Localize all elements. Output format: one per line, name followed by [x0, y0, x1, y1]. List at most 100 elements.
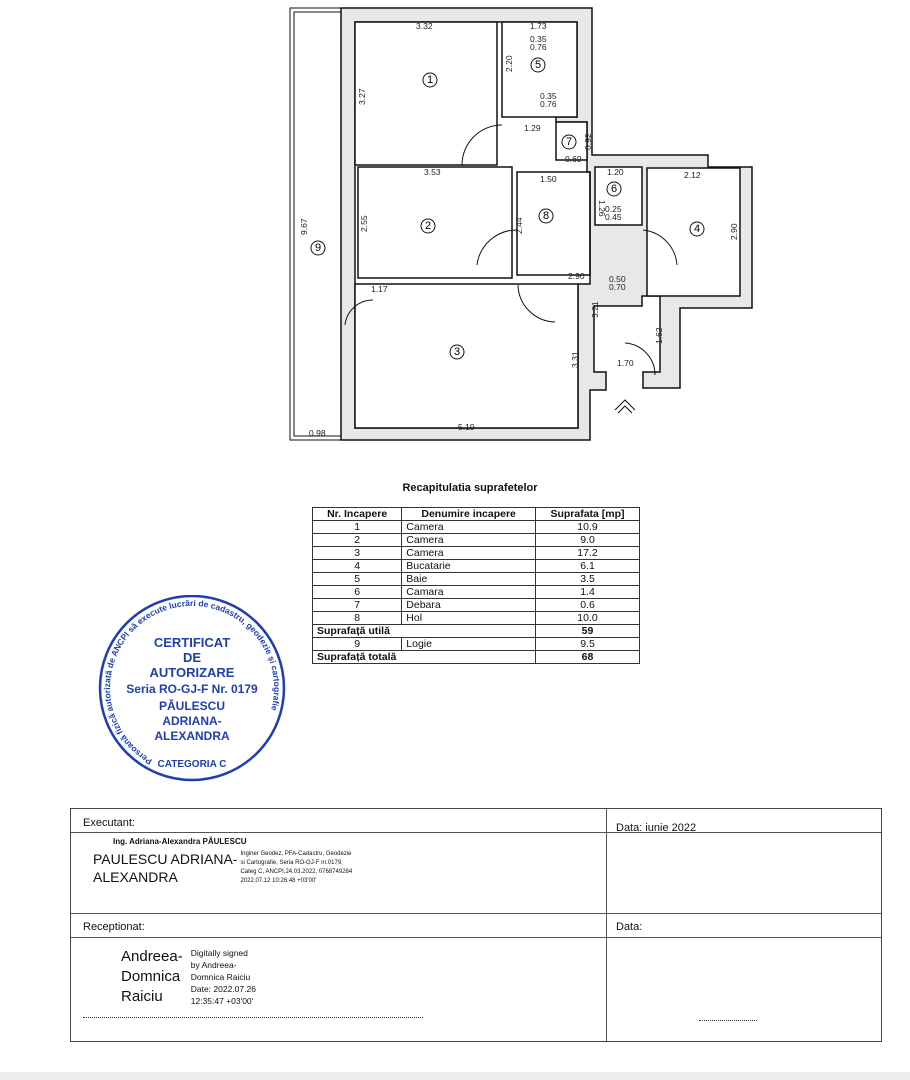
- total-area-value: 68: [535, 650, 640, 664]
- stamp-line: AUTORIZARE: [150, 665, 235, 680]
- room-number: 7: [566, 136, 572, 148]
- room-nr: 2: [311, 533, 403, 547]
- dimension: 2.55: [359, 215, 369, 232]
- room-nr: 7: [311, 598, 403, 612]
- room-area: 9.5: [535, 637, 640, 651]
- dimension: 0.50: [609, 274, 626, 284]
- dimension: 5.19: [458, 422, 475, 432]
- room-nr: 8: [311, 611, 403, 625]
- sig-name-line: ALEXANDRA: [93, 869, 178, 885]
- sig-detail: 2022.07.12 10:26:48 +03'00': [240, 878, 317, 884]
- dimension: 0.25: [605, 204, 622, 214]
- table-header: Nr. Incapere Denumire incapere Suprafata…: [311, 507, 640, 521]
- dimension: 0.69: [565, 154, 582, 164]
- header-name: Denumire incapere: [401, 507, 536, 521]
- room-number: 3: [454, 346, 460, 358]
- dimension: 1.70: [617, 358, 634, 368]
- dimension: 0.35: [530, 34, 547, 44]
- area-summary-table: Nr. Incapere Denumire incapere Suprafata…: [311, 507, 640, 664]
- stamp-line: ALEXANDRA: [154, 729, 230, 743]
- room-number: 1: [427, 74, 433, 86]
- room-area: 1.4: [535, 585, 640, 599]
- header-area: Suprafata [mp]: [535, 507, 640, 521]
- dimension: 1.73: [530, 21, 547, 31]
- room-area: 0.6: [535, 598, 640, 612]
- sig-detail: Digitally signed: [190, 948, 248, 958]
- room-nr: 1: [311, 520, 403, 534]
- room-name: Camara: [401, 585, 536, 599]
- receptionat-label: Receptionat:: [83, 921, 145, 933]
- dimension: 2.44: [514, 217, 524, 234]
- useful-area-label: Suprafață utilă: [312, 624, 536, 638]
- dimension: 3.32: [416, 21, 433, 31]
- sig-detail: Date: 2022.07.26: [190, 984, 256, 994]
- dimension: 0.98: [309, 428, 326, 438]
- receptionat-date: Data:: [616, 921, 643, 933]
- room-area: 10.9: [535, 520, 640, 534]
- dimension: 3.27: [357, 88, 367, 105]
- room-name: Logie: [401, 637, 536, 651]
- room-number: 9: [315, 242, 321, 254]
- dimension: 1.20: [607, 167, 624, 177]
- signature-line: [83, 1017, 423, 1018]
- sig-detail: Domnica Raiciu: [190, 972, 251, 982]
- room-area: 3.5: [535, 572, 640, 586]
- room-nr: 3: [311, 546, 403, 560]
- room-name: Camera: [401, 520, 536, 534]
- room-nr: 9: [311, 637, 403, 651]
- dimension: 2.12: [684, 170, 701, 180]
- total-area-label: Suprafață totală: [312, 650, 536, 664]
- stamp-line: PĂULESCU: [159, 698, 225, 713]
- dimension: 1.17: [371, 284, 388, 294]
- executant-date: Data: iunie 2022: [616, 822, 697, 834]
- stamp-line: Seria RO-GJ-F Nr. 0179: [126, 682, 258, 696]
- receptionat-signature: Andreea- Domnica Raiciu Digitally signed…: [121, 947, 256, 1007]
- room-area: 10.0: [535, 611, 640, 625]
- sig-name-line: Raiciu: [121, 988, 163, 1005]
- dimension: 3.31: [570, 351, 580, 368]
- dimension: 1.29: [524, 123, 541, 133]
- dimension: 0.76: [540, 99, 557, 109]
- dimensions: 3.32 1.73 0.35 0.76 2.20 0.35 0.76 3.27 …: [299, 21, 739, 438]
- dimension: 0.70: [609, 282, 626, 292]
- stamp-line: ADRIANA-: [162, 714, 221, 728]
- stamp-line: DE: [183, 650, 201, 665]
- room-number: 8: [543, 210, 549, 222]
- dimension: 0.76: [530, 42, 547, 52]
- room-area: 9.0: [535, 533, 640, 547]
- dimension: 2.90: [729, 223, 739, 240]
- date-signature-line: [699, 1020, 757, 1021]
- room-nr: 5: [311, 572, 403, 586]
- sig-name-line: Domnica: [121, 968, 181, 985]
- dimension: 0.92: [583, 133, 593, 150]
- page-edge: [0, 1072, 910, 1080]
- signature-block: Executant: Data: iunie 2022 Receptionat:…: [70, 808, 882, 1042]
- dimension: 1.50: [540, 174, 557, 184]
- dimension: 2.20: [504, 55, 514, 72]
- executant-signature: Ing. Adriana-Alexandra PĂULESCU PAULESCU…: [93, 837, 352, 886]
- sig-detail: by Andreea-: [190, 960, 237, 970]
- room-name: Baie: [401, 572, 536, 586]
- sig-detail: Inginer Geodez, PFA-Cadastru, Geodezie: [240, 851, 352, 857]
- room-name: Debara: [401, 598, 536, 612]
- room-number: 2: [425, 220, 431, 232]
- logia: [289, 7, 678, 441]
- room-name: Bucatarie: [401, 559, 536, 573]
- rooms: [354, 21, 741, 429]
- sig-detail: Categ C, ANCPI,24.03.2022, 0768749284: [240, 869, 353, 875]
- authorization-stamp: Persoană fizică autorizată de ANCPI să e…: [98, 595, 286, 782]
- dimension: 3.21: [590, 301, 600, 318]
- room-number: 6: [611, 183, 617, 195]
- sig-detail: 12:35:47 +03'00': [190, 996, 254, 1006]
- room-name: Hol: [401, 611, 536, 625]
- room-nr: 4: [311, 559, 403, 573]
